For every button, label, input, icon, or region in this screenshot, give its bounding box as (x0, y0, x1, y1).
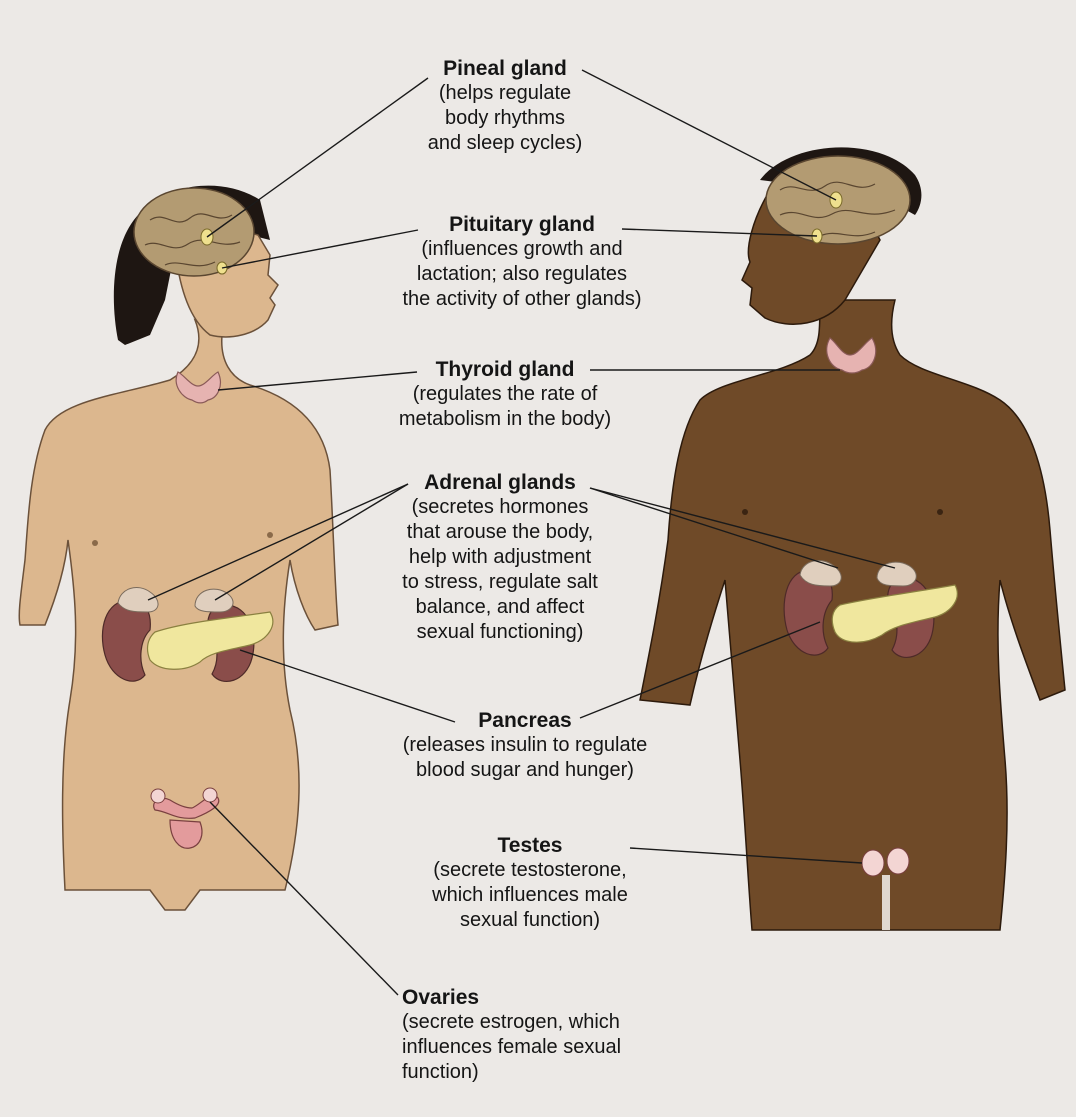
male-pancreas (831, 584, 958, 643)
male-figure (639, 147, 1066, 931)
leader-pituitary-female (221, 229, 419, 269)
female-right-nipple (267, 532, 273, 538)
testes-name: Testes (497, 834, 563, 857)
leader-pancreas-female (239, 649, 456, 723)
leader-pineal-male (581, 69, 837, 201)
leader-thyroid-female (217, 371, 418, 391)
female-brain-folds (144, 213, 241, 267)
female-left-ovary (150, 788, 166, 804)
thyroid-gland-description: (regulates the rate of metabolism in the… (398, 383, 612, 430)
female-left-adrenal (117, 587, 159, 613)
adrenal-glands-description: (secretes hormones that arouse the body,… (402, 496, 598, 643)
female-left-kidney (101, 599, 151, 682)
leader-pineal-female (206, 77, 429, 238)
male-left-kidney (783, 569, 833, 656)
male-left-adrenal (799, 560, 842, 587)
pancreas-name: Pancreas (478, 709, 572, 732)
adrenal-glands-name: Adrenal glands (424, 471, 576, 494)
pineal-gland-label: Pineal gland (helps regulate body rhythm… (405, 56, 605, 156)
pituitary-gland-name: Pituitary gland (449, 213, 595, 236)
thyroid-gland-label: Thyroid gland (regulates the rate of met… (360, 357, 650, 432)
female-brain (133, 187, 255, 277)
leader-adrenal-female-2 (214, 483, 409, 601)
leader-pituitary-male (621, 228, 818, 237)
leader-testes (629, 847, 863, 864)
testes-label: Testes (secrete testosterone, which infl… (400, 833, 660, 933)
female-right-ovary (202, 787, 218, 803)
ovaries-description: (secrete estrogen, which influences fema… (402, 1011, 622, 1083)
female-left-nipple (92, 540, 98, 546)
female-figure (18, 185, 339, 911)
male-right-adrenal (876, 561, 917, 587)
male-brain-folds (779, 181, 896, 237)
leader-adrenal-female-1 (147, 483, 409, 601)
leader-adrenal-male-2 (589, 487, 896, 569)
adrenal-glands-label: Adrenal glands (secretes hormones that a… (375, 470, 625, 645)
leader-lines (147, 69, 896, 996)
pineal-gland-description: (helps regulate body rhythms and sleep c… (427, 82, 583, 154)
male-thyroid-gland (826, 337, 877, 374)
male-right-nipple (937, 509, 943, 515)
ovaries-name: Ovaries (402, 986, 480, 1009)
pancreas-description: (releases insulin to regulate blood suga… (402, 734, 648, 781)
female-pancreas (146, 611, 274, 670)
female-body (18, 318, 339, 911)
leader-adrenal-male-1 (589, 487, 839, 569)
pituitary-gland-description: (influences growth and lactation; also r… (402, 238, 642, 310)
pineal-gland-name: Pineal gland (443, 57, 567, 80)
thyroid-gland-name: Thyroid gland (435, 358, 575, 381)
pancreas-label: Pancreas (releases insulin to regulate b… (360, 708, 690, 783)
leader-pancreas-male (579, 621, 821, 719)
male-left-testis (861, 849, 885, 877)
male-left-nipple (742, 509, 748, 515)
male-right-testis (886, 847, 910, 875)
ovaries-label: Ovaries (secrete estrogen, which influen… (402, 985, 702, 1085)
testes-description: (secrete testosterone, which influences … (432, 859, 628, 931)
pituitary-gland-label: Pituitary gland (influences growth and l… (372, 212, 672, 312)
leader-ovaries (209, 801, 399, 996)
